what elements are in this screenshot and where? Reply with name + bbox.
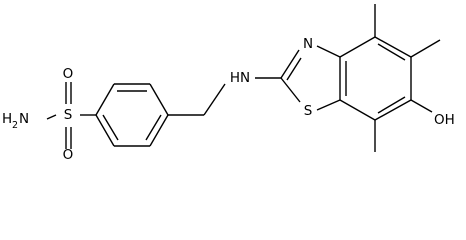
- bond-ring1-a: [95, 83, 115, 116]
- oxygen-top-label: O: [63, 66, 74, 82]
- bond-c7a-s: [316, 99, 341, 111]
- atom-labels: H 2 N S O O HN N S OH: [2, 36, 455, 163]
- bond-ch2-nh: [203, 83, 226, 116]
- bond-ring2-a: [339, 36, 376, 58]
- bond-c2-n-b: [286, 57, 302, 81]
- bond-lines: [46, 4, 441, 152]
- bond-n-s: [46, 114, 57, 120]
- bond-ring1-c: [149, 83, 169, 116]
- bond-ring1-f: [95, 114, 115, 147]
- bond-s-c2: [280, 77, 301, 103]
- bond-hydroxyl: [410, 99, 433, 113]
- bond-n-c3a: [316, 45, 341, 58]
- bond-ring2-d: [374, 99, 412, 121]
- thiazole-n-label: N: [303, 36, 313, 52]
- bond-ring2-inner-b: [377, 43, 406, 61]
- benzothiazole-sulfonamide-structure: H 2 N S O O HN N S OH: [2, 4, 455, 163]
- amine-n-label: N: [19, 111, 29, 127]
- bond-ring2-inner-c: [377, 96, 406, 114]
- oxygen-bottom-label: O: [63, 147, 74, 163]
- bond-ring1-d: [149, 114, 169, 147]
- thiazole-s-label: S: [304, 103, 313, 119]
- sulfonamide-s-label: S: [64, 107, 73, 123]
- bond-c2-n-a: [280, 49, 300, 79]
- hydroxyl-label: OH: [434, 112, 455, 128]
- bond-ring1-inner-b: [145, 114, 162, 141]
- bond-ring1-inner-c: [102, 114, 119, 141]
- bond-ring2-b: [374, 36, 412, 58]
- amine-h-label: H: [2, 111, 12, 127]
- linker-nh-label: HN: [230, 70, 250, 86]
- amine-subscript-label: 2: [12, 120, 18, 131]
- bond-methyl-c5: [410, 39, 441, 58]
- bond-ring2-e: [339, 99, 376, 121]
